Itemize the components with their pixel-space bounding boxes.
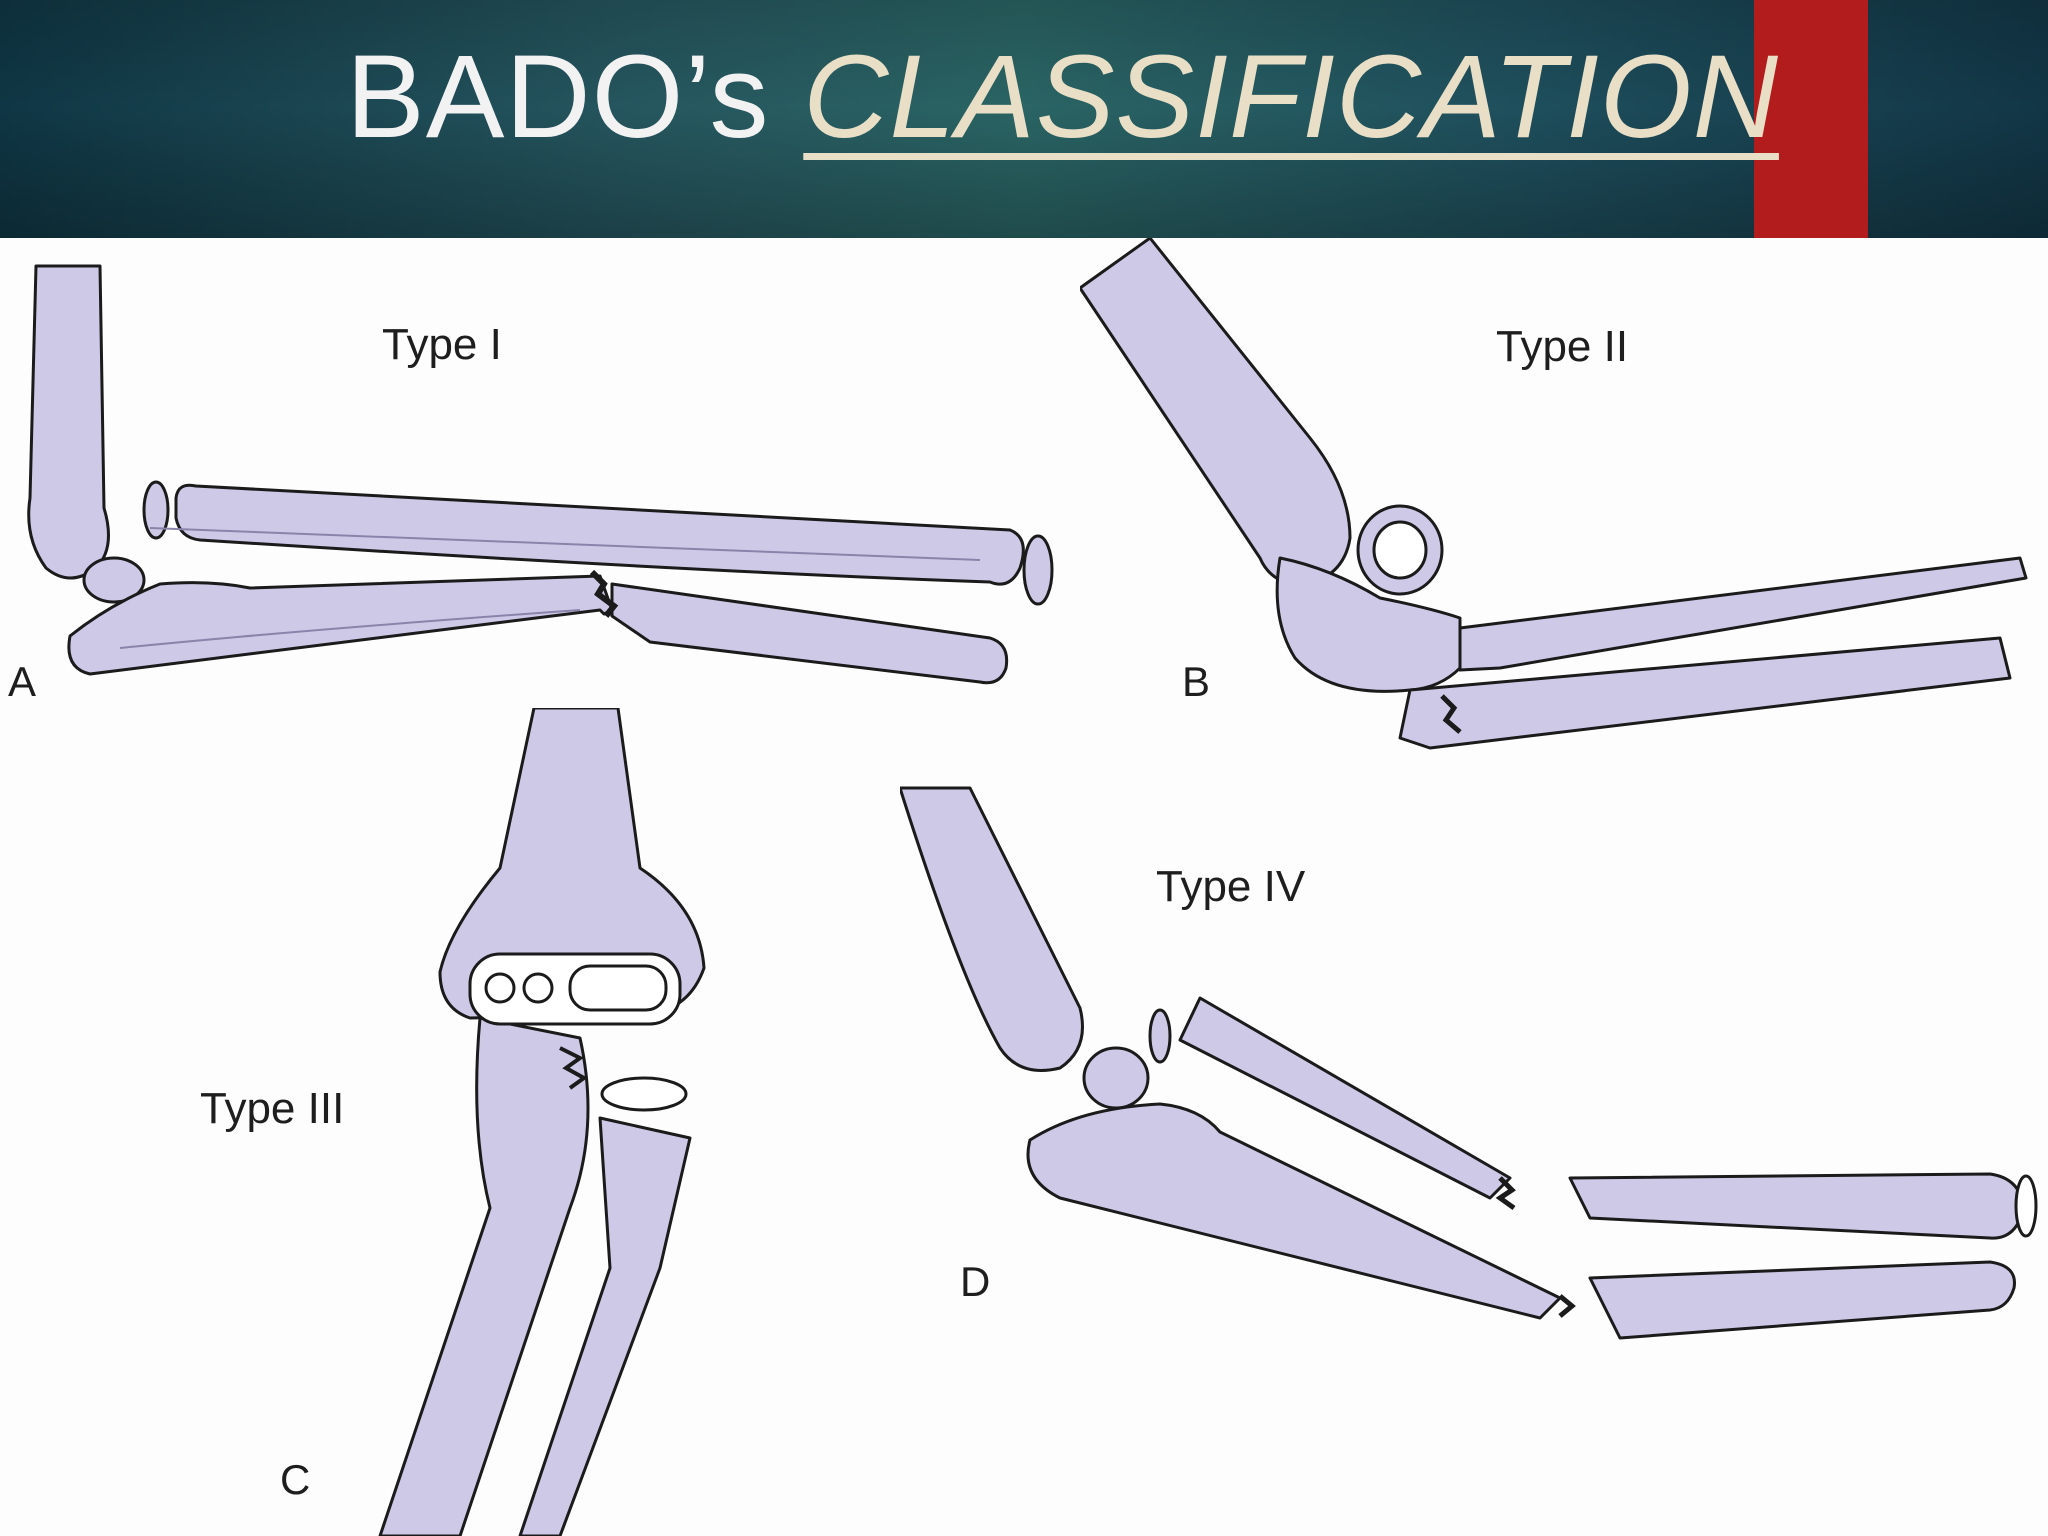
panel-type-3: Type III C [0, 708, 900, 1536]
ulna-proximal [1275, 556, 1462, 693]
humerus-bone [27, 264, 110, 580]
header-shade [0, 0, 2048, 238]
title-accent: CLASSIFICATION [803, 31, 1779, 163]
radius-distal [1568, 1172, 2026, 1240]
type-label: Type III [200, 1084, 345, 1133]
title-prefix: BADO’s [346, 31, 770, 163]
slide-title: BADO’s CLASSIFICATION [346, 22, 1779, 172]
type-1-illustration [27, 264, 1054, 685]
radius-bone [174, 483, 1025, 586]
fracture-line [1440, 694, 1462, 734]
ulna-distal [1458, 556, 2028, 672]
humerus-bone [900, 786, 1084, 1072]
ulna-distal [1588, 1260, 2016, 1340]
panel-letter: B [1182, 658, 1211, 705]
type-4-illustration [900, 786, 2038, 1340]
type-label: Type IV [1156, 862, 1306, 911]
fracture-line [559, 1046, 588, 1090]
radial-head [1082, 1046, 1150, 1110]
radial-cap-distal [1022, 534, 1054, 606]
radial-head [600, 1076, 688, 1112]
fracture-line [1495, 1176, 1516, 1211]
radius-bone [518, 1116, 692, 1536]
type-3-illustration [378, 708, 706, 1536]
radial-cap-proximal [142, 480, 170, 540]
type-label: Type I [382, 320, 502, 369]
ulna-proximal [1026, 1102, 1562, 1320]
type-2-illustration [1080, 238, 2028, 750]
type-label: Type II [1496, 322, 1629, 371]
panel-type-4: Type IV D [900, 778, 2048, 1536]
panel-letter: A [8, 658, 37, 705]
ulna-bone [378, 1016, 590, 1536]
panel-type-1: Type I A [0, 238, 1080, 708]
panel-letter: C [280, 1456, 311, 1503]
radius-proximal [1178, 996, 1512, 1200]
radius-bone [1398, 636, 2012, 750]
panel-type-2: Type II B [1080, 238, 2048, 778]
diagram-area: Type I A Type II B [0, 238, 2048, 1536]
ulna-proximal [67, 574, 614, 676]
slide-header: BADO’s CLASSIFICATION [0, 0, 2048, 238]
panel-letter: D [960, 1258, 991, 1305]
fracture-line [589, 569, 619, 618]
humerus-bone [1080, 238, 1352, 588]
ulna-distal [610, 582, 1009, 685]
header-accent-bar [1754, 0, 1868, 238]
radial-head [82, 556, 146, 604]
